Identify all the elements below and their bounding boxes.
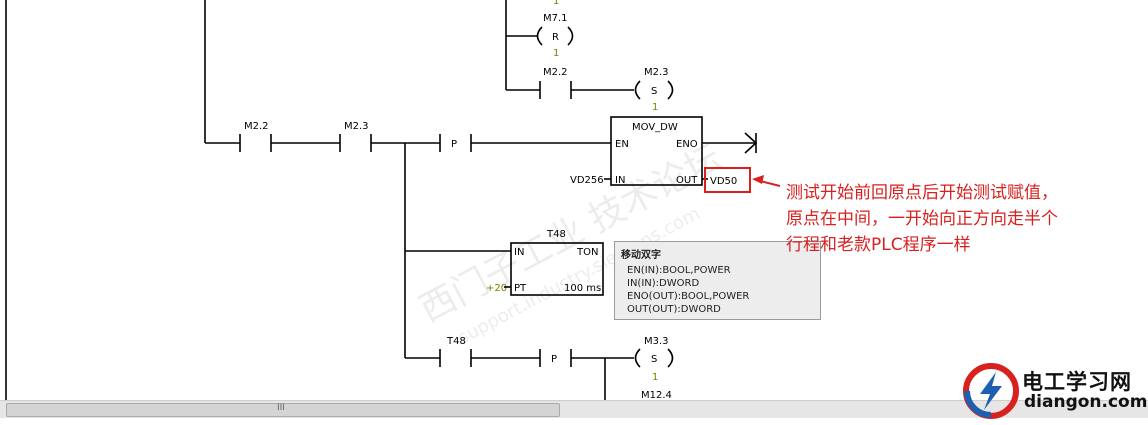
r-coil-param: 1 bbox=[553, 48, 559, 59]
annotation-text: 测试开始前回原点后开始测试赋值， 原点在中间，一开始向正方向走半个 行程和老款P… bbox=[786, 180, 1058, 258]
mov-out-value: VD50 bbox=[710, 176, 737, 187]
r-coil-right bbox=[567, 26, 574, 46]
horizontal-scrollbar[interactable]: III bbox=[0, 400, 1148, 418]
r-coil-left bbox=[536, 26, 543, 46]
annotation-line: 原点在中间，一开始向正方向走半个 bbox=[786, 209, 1058, 229]
ton-pt-pin: PT bbox=[514, 283, 527, 294]
ton-pt-value: +20 bbox=[486, 283, 507, 294]
logo-en-text: diangon.com bbox=[1024, 392, 1148, 412]
s-coil-param: 1 bbox=[652, 102, 658, 113]
mov-en-pin: EN bbox=[615, 139, 629, 150]
highlight-box bbox=[704, 167, 751, 193]
m71-label: M7.1 bbox=[543, 13, 568, 24]
tooltip-line: OUT(OUT):DWORD bbox=[627, 304, 721, 315]
annotation-arrow-head bbox=[752, 175, 764, 184]
ton-in-pin: IN bbox=[514, 247, 524, 258]
s-coil-label: S bbox=[651, 86, 657, 97]
mov-eno-pin: ENO bbox=[676, 139, 698, 150]
m124-label: M12.4 bbox=[641, 390, 672, 401]
top-param-1: 1 bbox=[553, 0, 559, 7]
logo-cn-text: 电工学习网 bbox=[1022, 370, 1132, 394]
s-coil2-right bbox=[667, 348, 674, 368]
s-coil2-param: 1 bbox=[652, 372, 658, 383]
tooltip-line: EN(IN):BOOL,POWER bbox=[627, 265, 731, 276]
ton-box[interactable] bbox=[510, 242, 604, 296]
timer-title: T48 bbox=[546, 229, 566, 240]
tooltip-line: ENO(OUT):BOOL,POWER bbox=[627, 291, 750, 302]
tooltip-line: IN(IN):DWORD bbox=[627, 278, 700, 289]
tooltip-title: 移动双字 bbox=[621, 250, 661, 261]
m23-coil-label: M2.3 bbox=[644, 67, 669, 78]
scrollbar-grip: III bbox=[277, 403, 285, 413]
site-logo: 电工学习网 diangon.com bbox=[962, 362, 1148, 422]
m23-contact-label: M2.3 bbox=[344, 121, 369, 132]
p-contact-label: P bbox=[451, 139, 457, 150]
mov-out-pin: OUT bbox=[676, 175, 698, 186]
scrollbar-thumb[interactable]: III bbox=[6, 403, 560, 417]
mov-dw-title: MOV_DW bbox=[632, 122, 678, 133]
ton-type: TON bbox=[576, 247, 598, 258]
r-coil-label: R bbox=[552, 32, 559, 43]
ton-unit: 100 ms bbox=[564, 283, 601, 294]
annotation-line: 测试开始前回原点后开始测试赋值， bbox=[786, 183, 1058, 203]
instruction-tooltip: 移动双字 EN(IN):BOOL,POWER IN(IN):DWORD ENO(… bbox=[614, 241, 821, 320]
s-coil2-left bbox=[634, 348, 641, 368]
p-contact2-label: P bbox=[551, 354, 557, 365]
m22-contact-label: M2.2 bbox=[244, 121, 269, 132]
logo-icon bbox=[963, 363, 1019, 419]
t48-contact-label: T48 bbox=[446, 336, 466, 347]
mov-in-pin: IN bbox=[615, 175, 625, 186]
annotation-line: 行程和老款PLC程序一样 bbox=[786, 235, 971, 255]
m33-coil-label: M3.3 bbox=[644, 336, 669, 347]
s-coil2-label: S bbox=[651, 354, 657, 365]
m22-contact-label-top: M2.2 bbox=[543, 67, 568, 78]
s-coil-left bbox=[634, 80, 641, 100]
mov-in-value: VD256 bbox=[570, 175, 604, 186]
mov-dw-box[interactable] bbox=[610, 116, 703, 186]
s-coil-right bbox=[667, 80, 674, 100]
